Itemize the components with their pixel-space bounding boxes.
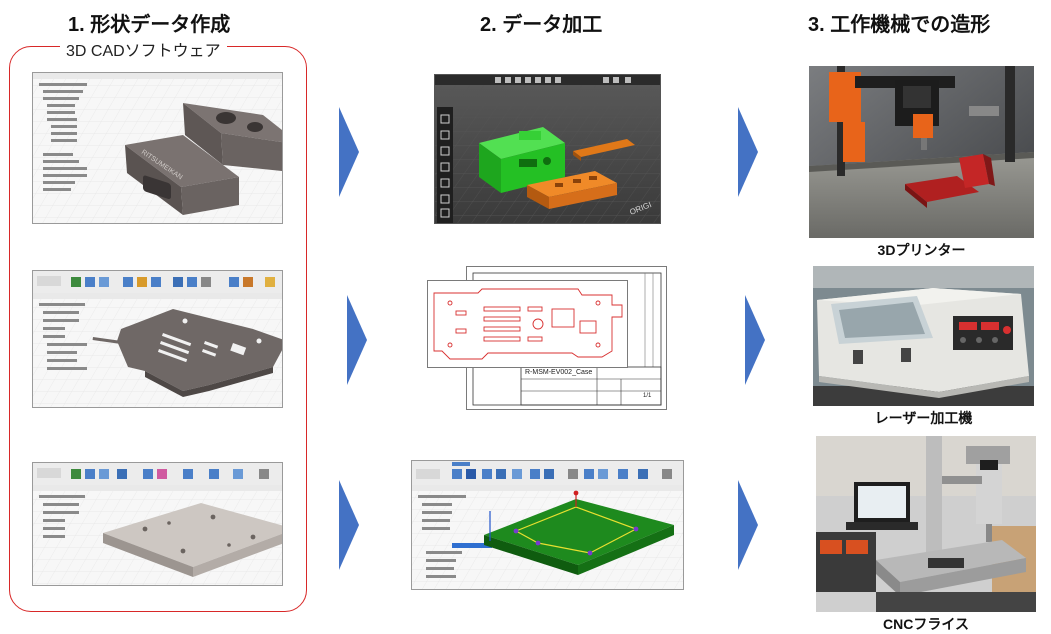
arrow-right-icon <box>347 295 367 385</box>
arrow-right-icon <box>745 295 765 385</box>
cnc-mill-photo <box>816 436 1036 612</box>
cam-toolpath-screenshot <box>411 460 684 590</box>
cad-screenshot-base-plate <box>32 462 283 586</box>
slicer-screenshot: ORIGI <box>434 74 661 224</box>
drawing-sheet-number: 1/1 <box>643 393 652 399</box>
column-title-shape-creation: 1. 形状データ作成 <box>68 14 231 36</box>
laser-cutter-photo <box>813 266 1034 406</box>
cad-screenshot-slotted-plate <box>32 270 283 408</box>
cad-software-label: 3D CADソフトウェア <box>60 37 227 61</box>
3d-printer-caption: 3Dプリンター <box>877 242 966 258</box>
drawing-title-text: R-MSM-EV002_Case <box>525 369 593 376</box>
arrow-right-icon <box>339 107 359 197</box>
cnc-mill-caption: CNCフライス <box>883 616 969 632</box>
laser-cutter-caption: レーザー加工機 <box>874 410 973 426</box>
cad-screenshot-connector-case: RITSUMEIKAN <box>32 72 283 224</box>
arrow-right-icon <box>738 480 758 570</box>
column-title-machine-fabrication: 3. 工作機械での造形 <box>808 14 991 36</box>
arrow-right-icon <box>339 480 359 570</box>
column-title-data-processing: 2. データ加工 <box>480 14 603 36</box>
laser-drawing-front-sheet <box>427 280 628 368</box>
3d-printer-photo <box>809 66 1034 238</box>
arrow-right-icon <box>738 107 758 197</box>
